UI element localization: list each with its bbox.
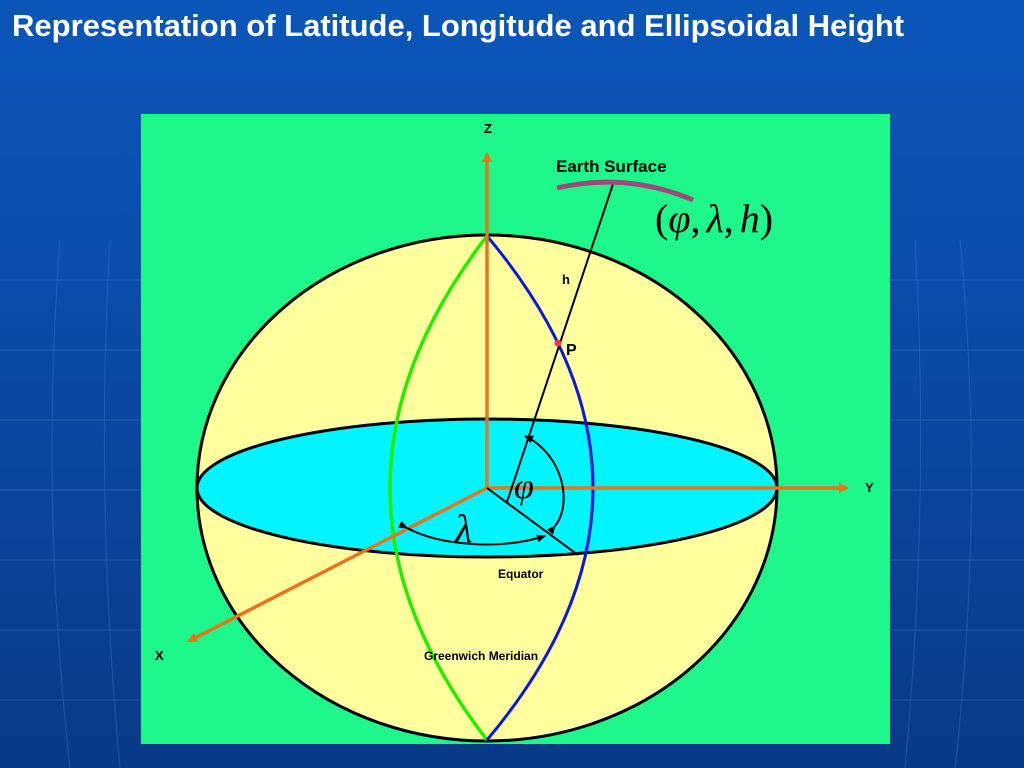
tuple-lambda: λ — [705, 196, 723, 241]
tuple-phi: φ — [668, 196, 690, 241]
height-label: h — [562, 272, 570, 287]
y-axis-label: Y — [865, 480, 874, 495]
tuple-open-paren: ( — [655, 196, 668, 241]
latitude-arc — [524, 435, 565, 535]
slide-title: Representation of Latitude, Longitude an… — [12, 8, 905, 43]
diagram-panel: Z Y X Earth Surface h P Equator Greenwic… — [141, 114, 890, 744]
coordinate-tuple: (φ,λ,h) — [655, 196, 773, 241]
tuple-comma-2: , — [724, 196, 734, 241]
x-axis — [187, 486, 488, 643]
greenwich-meridian-curve — [388, 234, 489, 742]
tuple-comma-1: , — [690, 196, 700, 241]
lambda-symbol: λ — [454, 506, 472, 551]
geodetic-diagram: Z Y X Earth Surface h P Equator Greenwic… — [155, 121, 874, 743]
phi-symbol: φ — [514, 466, 534, 506]
earth-surface-label: Earth Surface — [556, 157, 667, 176]
z-axis-label: Z — [484, 121, 492, 136]
point-p-label: P — [566, 342, 577, 359]
equator-label: Equator — [498, 567, 544, 581]
tuple-close-paren: ) — [760, 196, 773, 241]
point-p-marker — [554, 339, 562, 347]
longitude-arc — [398, 520, 546, 546]
earth-surface-arc — [556, 179, 694, 203]
greenwich-meridian-label: Greenwich Meridian — [424, 649, 538, 663]
tuple-h: h — [740, 196, 760, 241]
x-axis-label: X — [155, 648, 164, 663]
